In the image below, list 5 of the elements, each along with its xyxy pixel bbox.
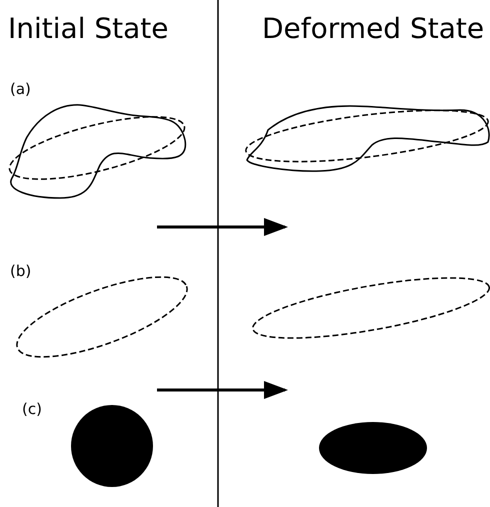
panel-label: (c): [22, 400, 42, 418]
column-heading: Initial State: [8, 12, 168, 45]
panel-label: (b): [10, 262, 32, 280]
column-heading: Deformed State: [262, 12, 484, 45]
panel-label: (a): [10, 80, 31, 98]
